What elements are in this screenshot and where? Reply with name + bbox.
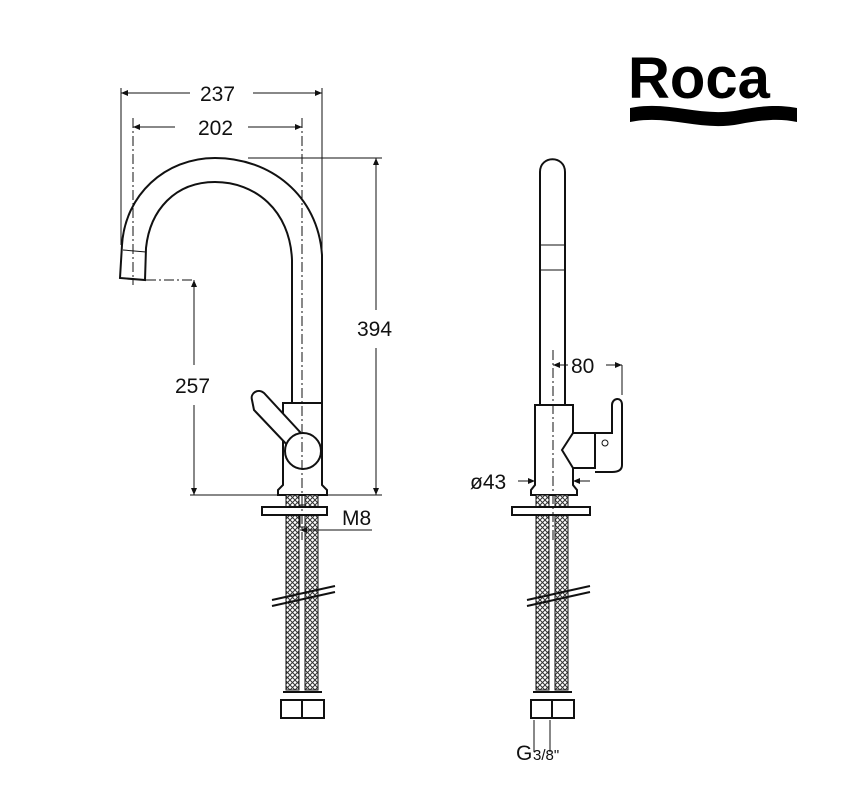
front-view xyxy=(118,88,382,719)
side-view xyxy=(511,158,623,752)
mounting-plate-side xyxy=(511,506,591,516)
handle-side xyxy=(560,398,623,473)
break-mark xyxy=(271,585,336,607)
hose-left xyxy=(285,494,300,691)
mounting-plate xyxy=(261,506,328,516)
faucet-body-side xyxy=(530,404,578,496)
dim-257: 257 xyxy=(175,375,210,398)
roca-logo: Roca xyxy=(628,46,797,127)
dim-connection-fraction: 3/8" xyxy=(533,747,559,764)
hose-nuts xyxy=(280,691,325,719)
hose-left-side xyxy=(535,494,550,691)
hose-nuts-side xyxy=(530,691,575,719)
dim-80: 80 xyxy=(571,355,594,378)
dim-237: 237 xyxy=(200,83,235,106)
logo-text: Roca xyxy=(628,46,771,111)
handle-hub xyxy=(284,432,322,470)
spout-side xyxy=(539,158,566,406)
dim-202: 202 xyxy=(198,117,233,140)
dim-connection: G xyxy=(516,742,532,765)
dim-diameter-43: ø43 xyxy=(470,471,506,494)
break-mark-side xyxy=(526,585,591,607)
dim-m8: M8 xyxy=(342,507,371,530)
logo-wave xyxy=(630,105,797,127)
dim-394: 394 xyxy=(357,318,392,341)
